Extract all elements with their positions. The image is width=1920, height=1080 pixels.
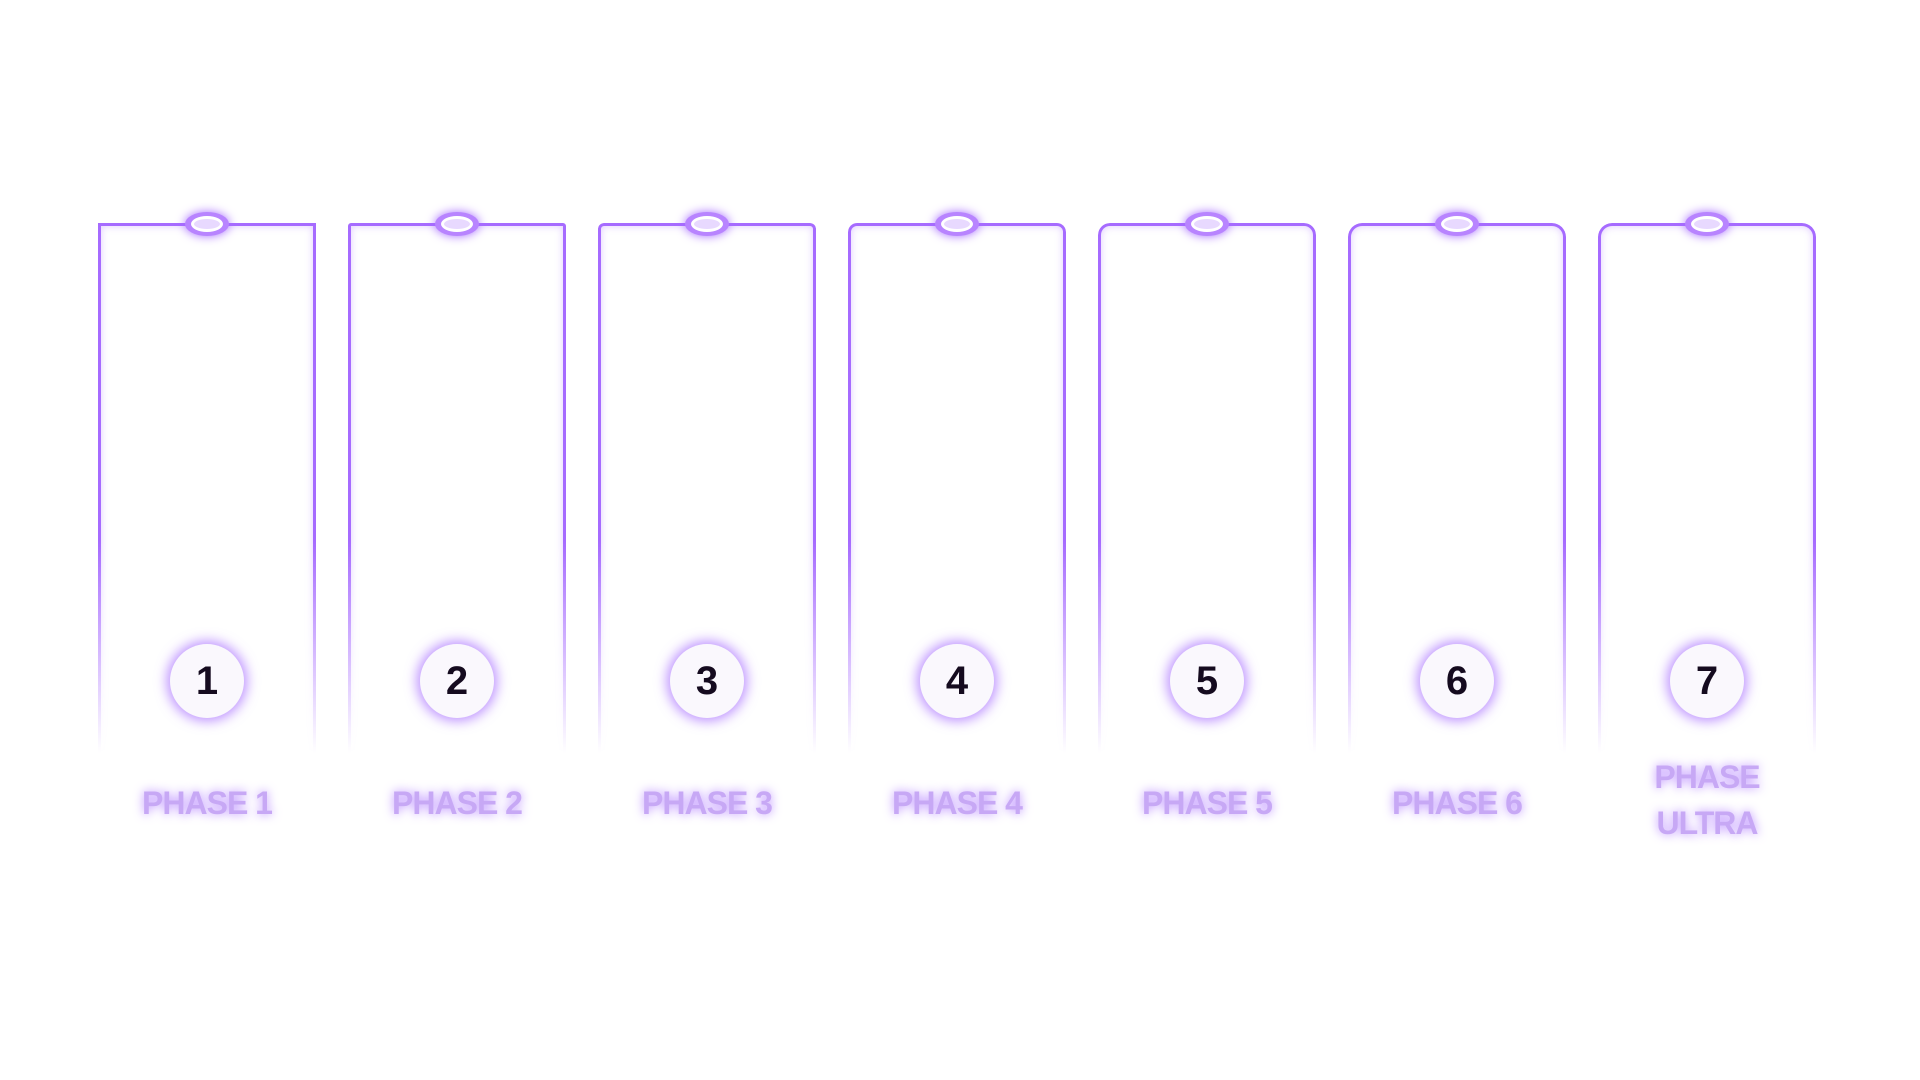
phase-number-badge: 3 <box>670 644 744 718</box>
phase-number-badge: 2 <box>420 644 494 718</box>
phase-number-badge: 4 <box>920 644 994 718</box>
ring-icon <box>1435 212 1479 236</box>
phase-label: PHASE 6 <box>1392 785 1523 821</box>
ring-icon <box>685 212 729 236</box>
phase-label: PHASE 5 <box>1142 785 1273 821</box>
phase-label: PHASE ULTRA <box>1654 759 1760 841</box>
ring-icon <box>935 212 979 236</box>
phase-number-badge: 5 <box>1170 644 1244 718</box>
phase-number-badge: 1 <box>170 644 244 718</box>
phase-number-badge: 6 <box>1420 644 1494 718</box>
phase-label: PHASE 3 <box>642 785 773 821</box>
phase-number-badge: 7 <box>1670 644 1744 718</box>
phase-label: PHASE 4 <box>892 785 1023 821</box>
ring-icon <box>1685 212 1729 236</box>
ring-icon <box>185 212 229 236</box>
ring-icon <box>1185 212 1229 236</box>
phase-label: PHASE 1 <box>142 785 273 821</box>
phase-label: PHASE 2 <box>392 785 523 821</box>
ring-icon <box>435 212 479 236</box>
